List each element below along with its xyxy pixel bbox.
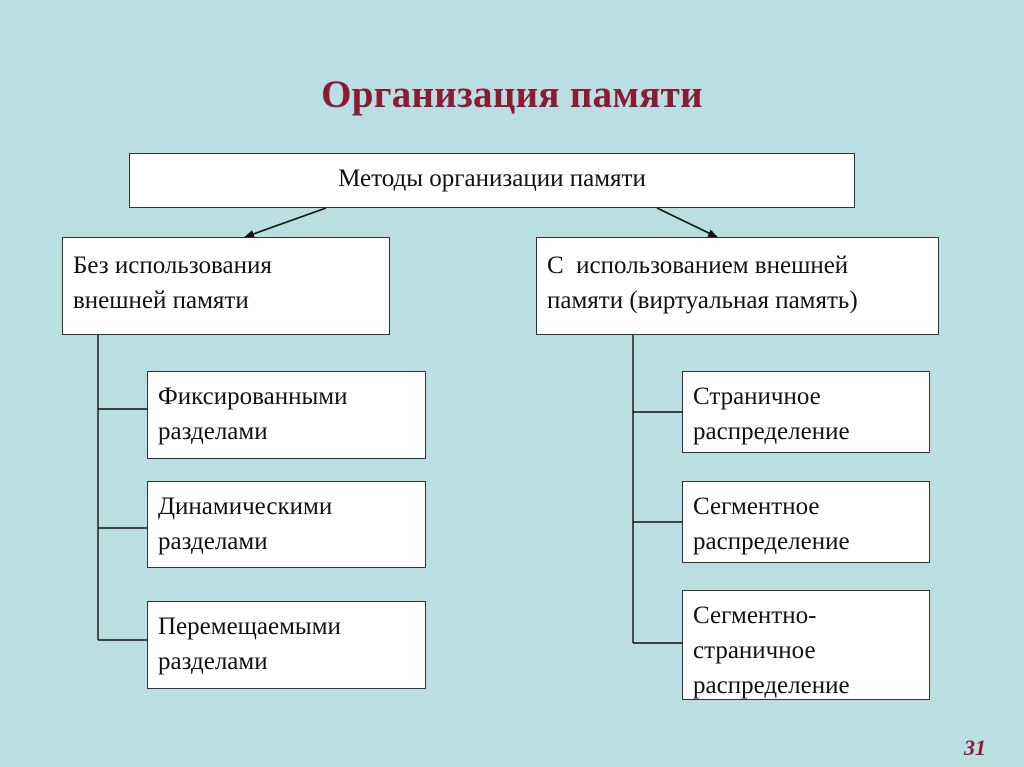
- branch-node-line: Без использования: [73, 252, 272, 279]
- leaf-node-line: Сегментно-: [693, 602, 817, 629]
- leaf-node-line: Перемещаемыми: [158, 613, 341, 640]
- leaf-node-segmented-allocation: Сегментное распределение: [682, 481, 930, 563]
- branch-node-without-external-memory: Без использования внешней памяти: [62, 237, 390, 335]
- branch-node-line: внешней памяти: [73, 287, 249, 314]
- leaf-node-line: Страничное: [693, 383, 821, 410]
- leaf-node-segment-paged-allocation: Сегментно- страничное распределение: [682, 590, 930, 700]
- root-node: Методы организации памяти: [129, 153, 855, 208]
- arrow-to-right-branch: [656, 207, 718, 238]
- leaf-node-line: разделами: [158, 418, 268, 445]
- leaf-node-line: разделами: [158, 528, 268, 555]
- leaf-node-line: разделами: [158, 648, 268, 675]
- leaf-node-line: Динамическими: [158, 493, 333, 520]
- slide-title: Организация памяти: [321, 73, 703, 116]
- leaf-node-line: распределение: [693, 528, 850, 555]
- leaf-node-line: Фиксированными: [158, 383, 348, 410]
- leaf-node-line: страничное: [693, 637, 816, 664]
- branch-node-line: С использованием внешней: [547, 252, 849, 279]
- leaf-node-relocatable-partitions: Перемещаемыми разделами: [147, 601, 426, 689]
- arrow-to-left-branch: [244, 207, 327, 238]
- leaf-node-line: распределение: [693, 418, 850, 445]
- branch-node-with-external-memory: С использованием внешней памяти (виртуал…: [536, 237, 939, 335]
- root-node-label: Методы организации памяти: [338, 165, 646, 192]
- leaf-node-paged-allocation: Страничное распределение: [682, 371, 930, 453]
- leaf-node-dynamic-partitions: Динамическими разделами: [147, 481, 426, 568]
- page-number: 31: [964, 735, 986, 760]
- leaf-node-line: Сегментное: [693, 493, 820, 520]
- leaf-node-line: распределение: [693, 672, 850, 699]
- branch-node-line: памяти (виртуальная память): [547, 287, 858, 314]
- leaf-node-fixed-partitions: Фиксированными разделами: [147, 371, 426, 459]
